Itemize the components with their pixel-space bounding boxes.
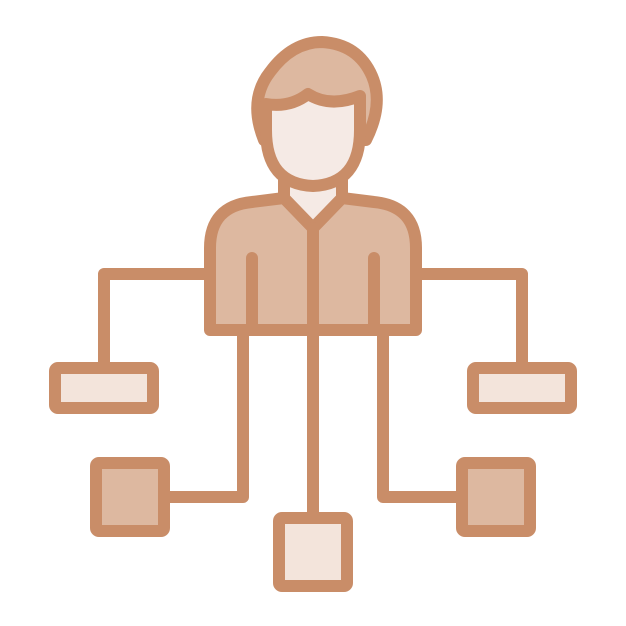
node-center-square [273,512,353,592]
connector-lines [98,268,528,522]
person-figure [204,36,422,336]
node-left-rectangle [49,362,159,414]
connector-right-bottom [377,326,466,503]
connector-left-top [98,268,216,372]
node-right-square [456,457,536,537]
node-right-rectangle [467,362,577,414]
node-left-square [90,457,170,537]
person-face [260,88,366,192]
connector-left-bottom [164,326,249,503]
connector-right-top [410,268,528,372]
nodes [49,362,577,592]
